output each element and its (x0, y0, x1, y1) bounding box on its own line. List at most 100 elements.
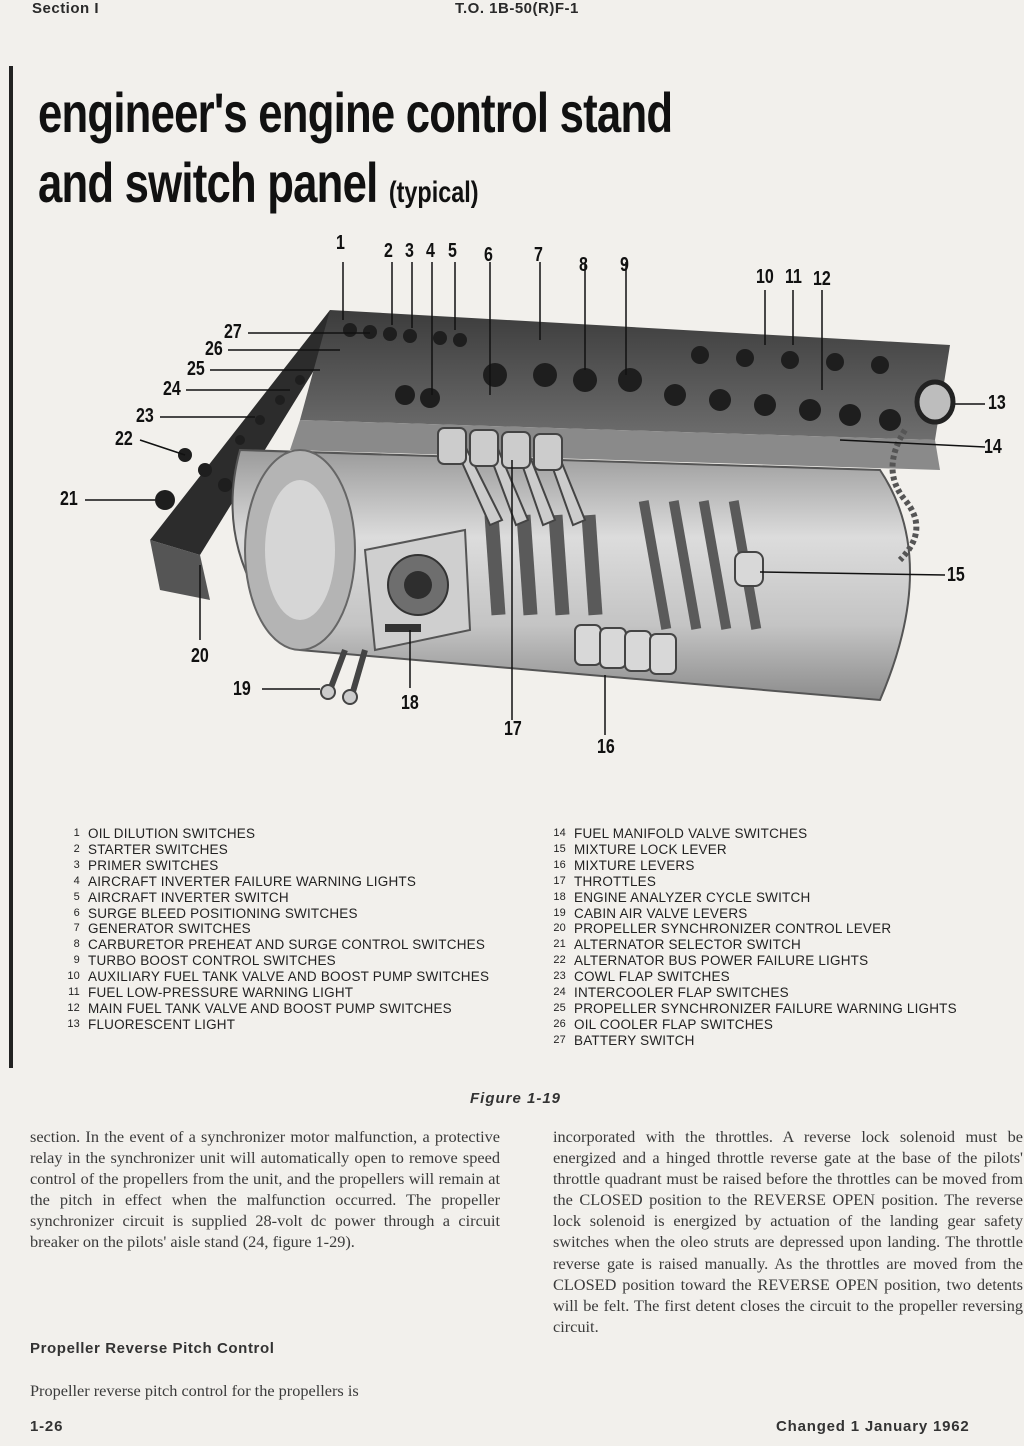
legend-item-text: ALTERNATOR SELECTOR SWITCH (574, 937, 801, 953)
legend-item-number: 22 (553, 954, 566, 967)
change-notice: Changed 1 January 1962 (776, 1418, 970, 1435)
callout-12: 12 (813, 268, 831, 290)
legend-item-text: ALTERNATOR BUS POWER FAILURE LIGHTS (574, 953, 869, 969)
lever-housing-drum (231, 448, 911, 702)
callout-27: 27 (224, 321, 242, 343)
legend-item: 27 BATTERY SWITCH (542, 1033, 1012, 1049)
legend-item: 4 AIRCRAFT INVERTER FAILURE WARNING LIGHT… (56, 874, 526, 890)
title-line-2: and switch panel (38, 151, 378, 214)
legend-item-number: 24 (553, 986, 566, 999)
legend-item: 12 MAIN FUEL TANK VALVE AND BOOST PUMP SW… (56, 1001, 526, 1017)
body-paragraph-2: Propeller reverse pitch control for the … (30, 1381, 359, 1400)
legend-item-text: AUXILIARY FUEL TANK VALVE AND BOOST PUMP… (88, 969, 490, 985)
body-paragraph-1: section. In the event of a synchronizer … (30, 1127, 500, 1252)
legend-item-text: THROTTLES (574, 873, 657, 889)
legend-item-number: 2 (73, 842, 80, 855)
legend-item-text: BATTERY SWITCH (574, 1032, 695, 1048)
legend-item-number: 18 (553, 890, 566, 903)
callout-16: 16 (597, 736, 615, 758)
legend-item-text: MAIN FUEL TANK VALVE AND BOOST PUMP SWIT… (88, 1000, 452, 1016)
top-switch-panel (300, 310, 950, 440)
callout-26: 26 (205, 338, 223, 360)
legend-item-text: SURGE BLEED POSITIONING SWITCHES (88, 905, 358, 921)
legend-item-text: ENGINE ANALYZER CYCLE SWITCH (574, 889, 811, 905)
legend-item-number: 5 (73, 890, 80, 903)
legend-item-number: 25 (553, 1001, 566, 1014)
legend-item-text: FLUORESCENT LIGHT (88, 1016, 236, 1032)
legend-item-number: 17 (553, 874, 566, 887)
legend-item-number: 9 (73, 954, 80, 967)
legend-item-text: CARBURETOR PREHEAT AND SURGE CONTROL SWI… (88, 937, 486, 953)
legend-item: 13 FLUORESCENT LIGHT (56, 1017, 526, 1033)
legend-item-number: 3 (73, 858, 80, 871)
callout-22: 22 (115, 428, 133, 450)
legend-item-text: AIRCRAFT INVERTER FAILURE WARNING LIGHTS (88, 873, 417, 889)
callout-24: 24 (163, 378, 181, 400)
callout-20: 20 (191, 645, 209, 667)
panel-switches (343, 323, 901, 431)
legend-item-text: PROPELLER SYNCHRONIZER CONTROL LEVER (574, 921, 892, 937)
legend-item: 20 PROPELLER SYNCHRONIZER CONTROL LEVER (542, 921, 1012, 937)
callout-21: 21 (60, 488, 78, 510)
legend-item-number: 14 (553, 827, 566, 839)
callout-15: 15 (947, 564, 965, 586)
legend-item-number: 7 (73, 922, 80, 935)
legend-item-text: TURBO BOOST CONTROL SWITCHES (88, 953, 336, 969)
legend-item-number: 1 (73, 827, 80, 839)
legend-item-number: 26 (553, 1017, 566, 1030)
legend-item-number: 27 (553, 1033, 566, 1046)
legend-item: 8 CARBURETOR PREHEAT AND SURGE CONTROL SW… (56, 937, 526, 953)
legend-item-text: MIXTURE LOCK LEVER (574, 841, 727, 857)
doc-number: T.O. 1B-50(R)F-1 (455, 0, 579, 17)
legend-item-number: 8 (73, 938, 80, 951)
legend-item-number: 21 (553, 938, 566, 951)
callout-2: 2 (384, 240, 393, 262)
callout-10: 10 (756, 266, 774, 288)
analyzer-fan (387, 554, 449, 616)
legend-item-number: 15 (553, 842, 566, 855)
callout-8: 8 (579, 254, 588, 276)
callout-13: 13 (988, 392, 1006, 414)
title-line-1: engineer's engine control stand (38, 81, 673, 144)
legend-item-number: 20 (553, 922, 566, 935)
legend-item-number: 4 (73, 874, 80, 887)
legend-item: 18 ENGINE ANALYZER CYCLE SWITCH (542, 890, 1012, 906)
legend-item-text: COWL FLAP SWITCHES (574, 969, 730, 985)
callout-23: 23 (136, 405, 154, 427)
engine-analyzer-panel (363, 528, 472, 652)
legend-item-text: INTERCOOLER FLAP SWITCHES (574, 985, 789, 1001)
legend-item-number: 12 (67, 1001, 80, 1014)
legend-item-text: OIL COOLER FLAP SWITCHES (574, 1016, 774, 1032)
title-qualifier: (typical) (388, 176, 479, 209)
legend-item-number: 13 (67, 1017, 80, 1030)
callout-6: 6 (484, 244, 493, 266)
legend-item-text: CABIN AIR VALVE LEVERS (574, 905, 748, 921)
callout-3: 3 (405, 240, 414, 262)
legend-item-number: 10 (67, 970, 80, 983)
margin-rule (9, 66, 13, 1068)
callout-18: 18 (401, 692, 419, 714)
callout-17: 17 (504, 718, 522, 740)
legend-item-text: FUEL LOW-PRESSURE WARNING LIGHT (88, 985, 354, 1001)
legend-item: 22 ALTERNATOR BUS POWER FAILURE LIGHTS (542, 953, 1012, 969)
throttle-levers (437, 427, 587, 527)
legend-item-text: AIRCRAFT INVERTER SWITCH (88, 889, 289, 905)
page-number: 1-26 (30, 1418, 64, 1435)
legend-item-text: MIXTURE LEVERS (574, 857, 695, 873)
legend-item: 26 OIL COOLER FLAP SWITCHES (542, 1017, 1012, 1033)
legend-item: 9 TURBO BOOST CONTROL SWITCHES (56, 953, 526, 969)
section-label: Section I (32, 0, 100, 17)
legend-item: 5 AIRCRAFT INVERTER SWITCH (56, 890, 526, 906)
legend-item-number: 23 (553, 970, 566, 983)
callout-1: 1 (336, 232, 345, 254)
